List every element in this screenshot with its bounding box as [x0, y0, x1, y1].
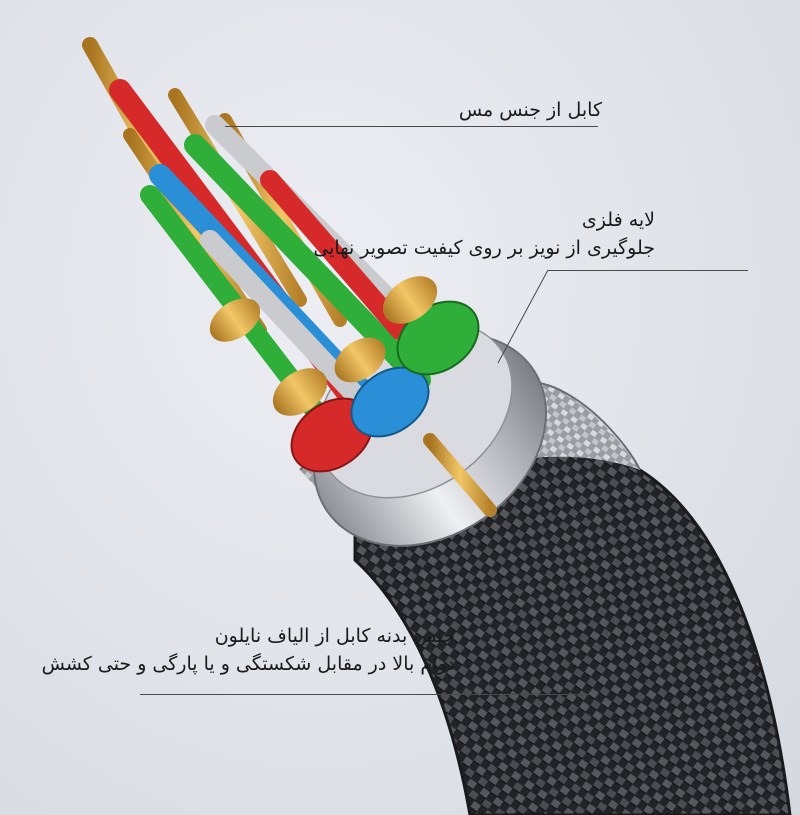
copper-wires: [82, 37, 497, 517]
copper-label: کابل از جنس مس: [459, 96, 602, 124]
jacket-label: جنس بدنه کابل از الیاف نایلون دوام بالا …: [42, 622, 455, 678]
shield-label-subtitle: جلوگیری از نویز بر روی کیفیت تصویر نهایی: [313, 237, 655, 259]
jacket-callout-line: [140, 694, 590, 695]
copper-callout-line: [225, 126, 598, 127]
jacket-label-title: جنس بدنه کابل از الیاف نایلون: [214, 625, 455, 647]
jacket-label-subtitle: دوام بالا در مقابل شکستگی و یا پارگی و ح…: [41, 653, 455, 675]
shield-callout-line: [548, 270, 748, 271]
shield-callout-diagonal: [497, 269, 549, 364]
shield-label: لایه فلزی جلوگیری از نویز بر روی کیفیت ت…: [313, 206, 655, 262]
copper-label-text: کابل از جنس مس: [458, 99, 602, 121]
shield-label-title: لایه فلزی: [581, 209, 655, 231]
